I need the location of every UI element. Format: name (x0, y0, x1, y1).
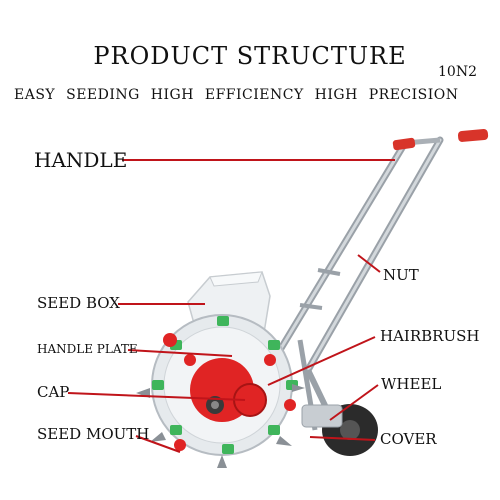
label-cap: CAP (37, 383, 70, 401)
hairbrush-leader (267, 336, 376, 386)
cover-plate (301, 404, 343, 428)
label-handle-plate: HANDLE PLATE (37, 342, 138, 356)
label-cover: COVER (380, 430, 437, 448)
wheel-leader (329, 384, 379, 421)
label-handle: HANDLE (34, 148, 128, 172)
cap-leader (67, 392, 246, 401)
label-hairbrush: HAIRBRUSH (380, 327, 480, 345)
seeding-drum (136, 314, 305, 468)
tagline: EASY SEEDING HIGH EFFICIENCY HIGH PRECIS… (14, 87, 459, 103)
model-number: 10N2 (438, 64, 477, 80)
label-wheel: WHEEL (381, 375, 442, 393)
diagram-title: PRODUCT STRUCTURE (93, 42, 407, 70)
grip-handles (392, 129, 489, 151)
seed-mouth-leader (135, 435, 181, 453)
handle-plate-leader (127, 349, 233, 357)
label-nut: NUT (383, 266, 419, 284)
label-seed-box: SEED BOX (37, 294, 120, 312)
nut-leader (357, 254, 381, 273)
handle-frame (276, 136, 444, 431)
label-seed-mouth: SEED MOUTH (37, 425, 150, 443)
cover-leader (309, 436, 376, 441)
leader-lines (67, 159, 395, 453)
